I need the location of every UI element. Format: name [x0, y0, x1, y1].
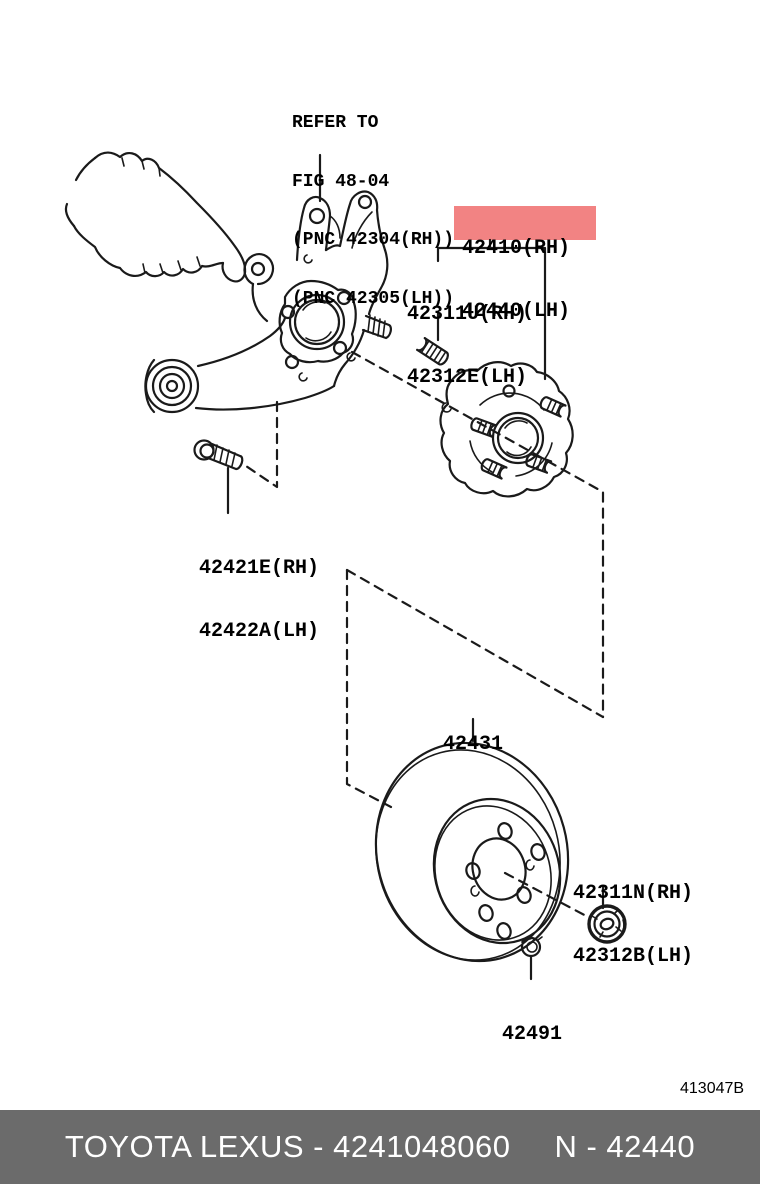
part-number[interactable]: 42491 — [502, 1023, 563, 1046]
rear-axle-knuckle-illustration — [144, 190, 392, 414]
reference-note: REFER TO FIG 48-04 (PNC 42304(RH)) (PNC … — [292, 75, 454, 348]
axle-lock-nut-illustration — [587, 904, 627, 944]
callout-hub-mount-stud[interactable]: 42311U(RH) 42312E(LH) — [407, 262, 527, 430]
assembly-axis-dashed-lines — [244, 350, 605, 920]
part-number[interactable]: 42422A(LH) — [199, 620, 320, 643]
selection-highlight — [454, 206, 596, 240]
callout-leader-lines — [226, 153, 605, 981]
part-number[interactable]: 42440(LH) — [462, 300, 571, 323]
reference-note-line: FIG 48-04 — [292, 171, 390, 192]
brake-disc-illustration — [374, 741, 570, 963]
hub-mount-stud-illustration — [416, 337, 449, 366]
callout-hub-bearing-assembly[interactable]: 42410(RH) 42440(LH) — [462, 196, 570, 364]
part-number[interactable]: 42312B(LH) — [573, 945, 694, 968]
pointing-hand-illustration — [64, 151, 247, 283]
part-number[interactable]: 42431 — [443, 733, 504, 756]
grease-cap-illustration — [520, 936, 543, 958]
part-number[interactable]: 42311N(RH) — [573, 882, 694, 905]
footer-part-reference: N - 42440 — [554, 1129, 696, 1164]
parts-diagram-canvas — [64, 151, 627, 981]
hub-bearing-assembly-illustration — [439, 361, 574, 498]
callout-axle-lock-nut[interactable]: 42311N(RH) 42312B(LH) — [573, 841, 693, 1009]
callout-knuckle-bolt[interactable]: 42421E(RH) 42422A(LH) — [199, 516, 319, 684]
reference-note-line: REFER TO — [292, 113, 379, 133]
knuckle-bolt-illustration — [193, 439, 244, 471]
footer-banner: TOYOTA LEXUS - 4241048060 N - 42440 — [0, 1110, 760, 1184]
reference-note-line: (PNC 42305(LH)) — [292, 288, 455, 309]
callout-grease-cap[interactable]: 42491 — [502, 982, 562, 1087]
footer-catalog-number: TOYOTA LEXUS - 4241048060 — [64, 1129, 511, 1164]
part-number[interactable]: 42311U(RH) — [407, 303, 528, 326]
part-number[interactable]: 42410(RH) — [462, 237, 571, 260]
callout-brake-disc[interactable]: 42431 — [443, 692, 503, 797]
part-number[interactable]: 42312E(LH) — [407, 366, 528, 389]
figure-code: 413047B — [680, 1080, 745, 1097]
part-number[interactable]: 42421E(RH) — [199, 557, 320, 580]
reference-note-line: (PNC 42304(RH)) — [292, 230, 455, 250]
